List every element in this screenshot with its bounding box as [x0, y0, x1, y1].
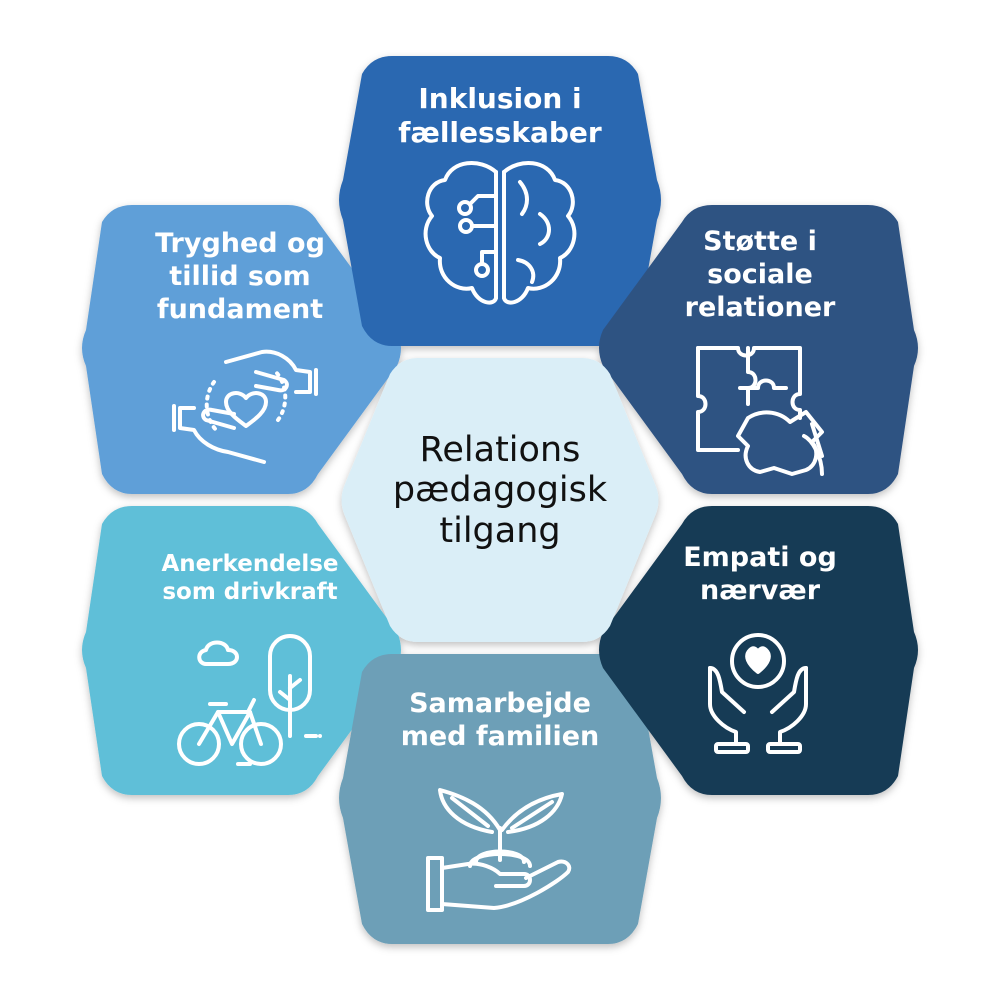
tile-bottom-label: Samarbejde med familien: [400, 688, 600, 752]
bicycle-tree-icon: [177, 634, 322, 766]
puzzle-icon: [696, 346, 824, 476]
hexagon-top: [339, 56, 661, 346]
tile-lower-right-label: Empati og nærvær: [683, 542, 837, 606]
tile-upper-right-label: Støtte i sociale relationer: [684, 226, 836, 323]
hexagon-bottom: [339, 654, 661, 944]
hexagon-center: [341, 358, 659, 642]
brain-circuit-icon: [423, 160, 577, 305]
hexagon-upper-left: [82, 205, 401, 494]
tile-top-label: Inklusion i fællesskaber: [398, 82, 602, 150]
hexagon-lower-left: [82, 506, 401, 795]
tile-upper-left-label: Tryghed og tillid som fundament: [155, 228, 325, 325]
hand-plant-icon: [426, 788, 572, 912]
caring-hands-heart-icon: [172, 349, 318, 464]
tile-lower-left-label: Anerkendelse som drivkraft: [161, 551, 339, 606]
center-label: Relations pædagogisk tilgang: [392, 430, 608, 551]
hands-heart-icon: [708, 633, 808, 754]
